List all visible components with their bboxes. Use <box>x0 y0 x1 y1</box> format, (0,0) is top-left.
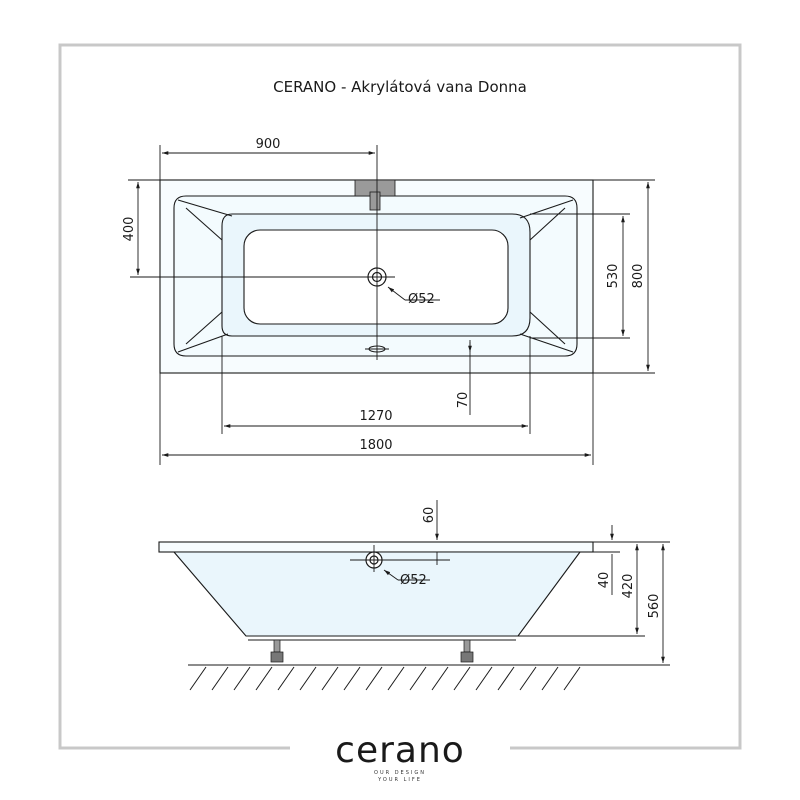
dim-1270-label: 1270 <box>359 409 392 424</box>
dim-70-label: 70 <box>456 392 471 409</box>
side-view: Ø52 60 40 420 560 <box>158 500 670 691</box>
brand-tagline-2: YOUR LIFE <box>377 777 422 783</box>
brand-logo: cerano OUR DESIGN YOUR LIFE <box>335 730 465 783</box>
floor-hatch-line <box>211 666 229 691</box>
foot-right-icon <box>460 639 474 663</box>
floor-hatch <box>189 666 581 691</box>
overflow-fitting-icon <box>354 179 396 211</box>
floor-hatch-line <box>365 666 383 691</box>
dim-560-label: 560 <box>647 594 662 619</box>
floor-hatch-line <box>277 666 295 691</box>
floor-hatch-line <box>299 666 317 691</box>
floor-hatch-line <box>387 666 405 691</box>
dim-800-label: 800 <box>631 264 646 289</box>
dim-420-label: 420 <box>621 574 636 599</box>
floor-hatch-line <box>475 666 493 691</box>
overflow-diameter-label-side: Ø52 <box>400 573 427 588</box>
floor-hatch-line <box>453 666 471 691</box>
dim-60-label: 60 <box>422 507 437 524</box>
floor-hatch-line <box>343 666 361 691</box>
dim-900-label: 900 <box>256 137 281 152</box>
brand-tagline-1: OUR DESIGN <box>374 770 426 776</box>
drawing-title: CERANO - Akrylátová vana Donna <box>273 78 527 96</box>
top-view: Ø52 900 400 530 800 70 <box>122 137 655 465</box>
foot-left-icon <box>270 639 284 663</box>
floor-hatch-line <box>189 666 207 691</box>
dim-400-label: 400 <box>122 217 137 242</box>
dim-1800-label: 1800 <box>359 438 392 453</box>
floor-hatch-line <box>541 666 559 691</box>
overflow-side-icon <box>350 545 450 581</box>
floor-hatch-line <box>321 666 339 691</box>
dim-40-label: 40 <box>597 572 612 589</box>
floor-hatch-line <box>255 666 273 691</box>
floor-hatch-line <box>233 666 251 691</box>
drain-diameter-label-top: Ø52 <box>408 292 435 307</box>
drawing-frame <box>58 43 742 750</box>
dim-530-label: 530 <box>606 264 621 289</box>
brand-logo-text: cerano <box>335 730 465 771</box>
floor-hatch-line <box>431 666 449 691</box>
floor-hatch-line <box>519 666 537 691</box>
floor-hatch-line <box>409 666 427 691</box>
tub-rim-side <box>158 541 594 553</box>
floor-hatch-line <box>563 666 581 691</box>
floor-hatch-line <box>497 666 515 691</box>
